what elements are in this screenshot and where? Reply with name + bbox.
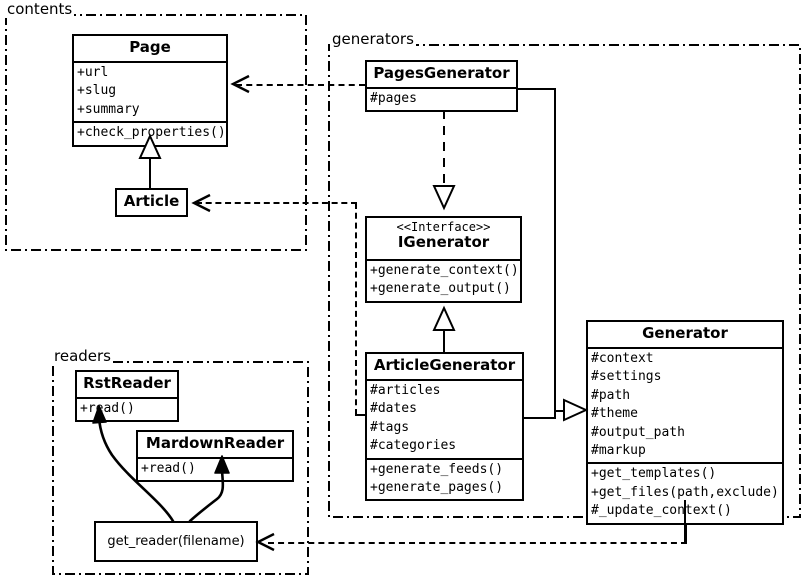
method-item: #_update_context() bbox=[591, 503, 732, 519]
package-contents bbox=[5, 14, 307, 251]
method-item: +check_properties() bbox=[77, 125, 226, 141]
class-name-generator: Generator bbox=[642, 324, 728, 342]
function-box-get-reader[interactable]: get_reader(filename) bbox=[94, 521, 258, 562]
method-item: +generate_pages() bbox=[370, 480, 504, 496]
class-methods-rstreader: +read() bbox=[77, 396, 177, 420]
class-name-page: Page bbox=[129, 38, 171, 56]
attribute-item: #path bbox=[591, 387, 631, 403]
dependency-line-pagesgenerator-page bbox=[236, 84, 365, 86]
method-item: +generate_context() bbox=[370, 262, 519, 278]
class-attributes-generator: #context #settings #path #theme #output_… bbox=[588, 346, 782, 463]
class-methods-mardownreader: +read() bbox=[138, 456, 292, 480]
class-box-pagesgenerator[interactable]: PagesGenerator #pages bbox=[365, 60, 518, 113]
package-generators bbox=[328, 44, 801, 518]
generalization-line-pagesgenerator-generator-vertical bbox=[554, 88, 556, 412]
class-attributes-pagesgenerator: #pages bbox=[367, 86, 516, 110]
method-item: +read() bbox=[80, 400, 135, 416]
class-box-article[interactable]: Article bbox=[115, 188, 188, 217]
class-attributes-articlegenerator: #articles #dates #tags #categories bbox=[367, 378, 522, 458]
attribute-item: #pages bbox=[370, 90, 417, 106]
package-contents-label: contents bbox=[5, 0, 75, 18]
dependency-line-generator-getreader-horizontal bbox=[268, 542, 687, 544]
dependency-line-articlegenerator-article-vertical bbox=[355, 203, 357, 415]
attribute-item: #settings bbox=[591, 369, 662, 385]
method-item: +get_templates() bbox=[591, 466, 717, 482]
class-box-mardownreader[interactable]: MardownReader +read() bbox=[136, 430, 294, 483]
class-name-pagesgenerator: PagesGenerator bbox=[373, 64, 510, 82]
function-label-get-reader: get_reader(filename) bbox=[107, 534, 245, 549]
package-readers-label: readers bbox=[52, 347, 113, 365]
class-methods-generator: +get_templates() +get_files(path,exclude… bbox=[588, 462, 782, 522]
class-name-rstreader: RstReader bbox=[83, 374, 171, 392]
generalization-line-articlegenerator-generator-vertical bbox=[554, 410, 556, 419]
dependency-line-articlegenerator-stub bbox=[355, 414, 367, 416]
generalization-line-pagesgenerator-generator-top bbox=[518, 88, 556, 90]
class-box-igenerator[interactable]: <<Interface>> IGenerator +generate_conte… bbox=[365, 216, 522, 303]
method-item: +generate_feeds() bbox=[370, 461, 504, 477]
class-methods-page: +check_properties() bbox=[74, 121, 226, 144]
attribute-item: #markup bbox=[591, 443, 646, 459]
attribute-item: #output_path bbox=[591, 424, 685, 440]
class-name-articlegenerator: ArticleGenerator bbox=[373, 356, 516, 374]
method-item: +read() bbox=[141, 460, 196, 476]
attribute-item: #categories bbox=[370, 438, 457, 454]
class-box-generator[interactable]: Generator #context #settings #path #them… bbox=[586, 320, 784, 525]
package-readers bbox=[52, 361, 309, 575]
attribute-item: +url bbox=[77, 64, 109, 80]
class-methods-igenerator: +generate_context() +generate_output() bbox=[367, 258, 520, 301]
dependency-line-articlegenerator-article-horizontal bbox=[196, 202, 357, 204]
class-attributes-page: +url +slug +summary bbox=[74, 60, 226, 121]
package-generators-label: generators bbox=[330, 30, 416, 48]
attribute-item: +slug bbox=[77, 83, 117, 99]
attribute-item: #articles bbox=[370, 382, 441, 398]
class-name-igenerator: IGenerator bbox=[397, 233, 490, 252]
method-item: +generate_output() bbox=[370, 281, 511, 297]
class-box-page[interactable]: Page +url +slug +summary +check_properti… bbox=[72, 34, 228, 147]
class-methods-articlegenerator: +generate_feeds() +generate_pages() bbox=[367, 457, 522, 500]
generalization-line-to-generator-arrow bbox=[554, 410, 564, 412]
attribute-item: #tags bbox=[370, 419, 410, 435]
attribute-item: #context bbox=[591, 350, 654, 366]
generalization-line-articlegenerator-generator-horizontal bbox=[524, 417, 556, 419]
class-box-rstreader[interactable]: RstReader +read() bbox=[75, 370, 179, 423]
method-item: +get_files(path,exclude) bbox=[591, 484, 779, 500]
attribute-item: +summary bbox=[77, 101, 140, 117]
class-box-articlegenerator[interactable]: ArticleGenerator #articles #dates #tags … bbox=[365, 352, 524, 502]
attribute-item: #dates bbox=[370, 401, 417, 417]
class-name-article: Article bbox=[123, 192, 180, 210]
class-stereotype-igenerator: <<Interface>> bbox=[396, 220, 491, 234]
class-name-mardownreader: MardownReader bbox=[145, 434, 285, 452]
attribute-item: #theme bbox=[591, 406, 638, 422]
